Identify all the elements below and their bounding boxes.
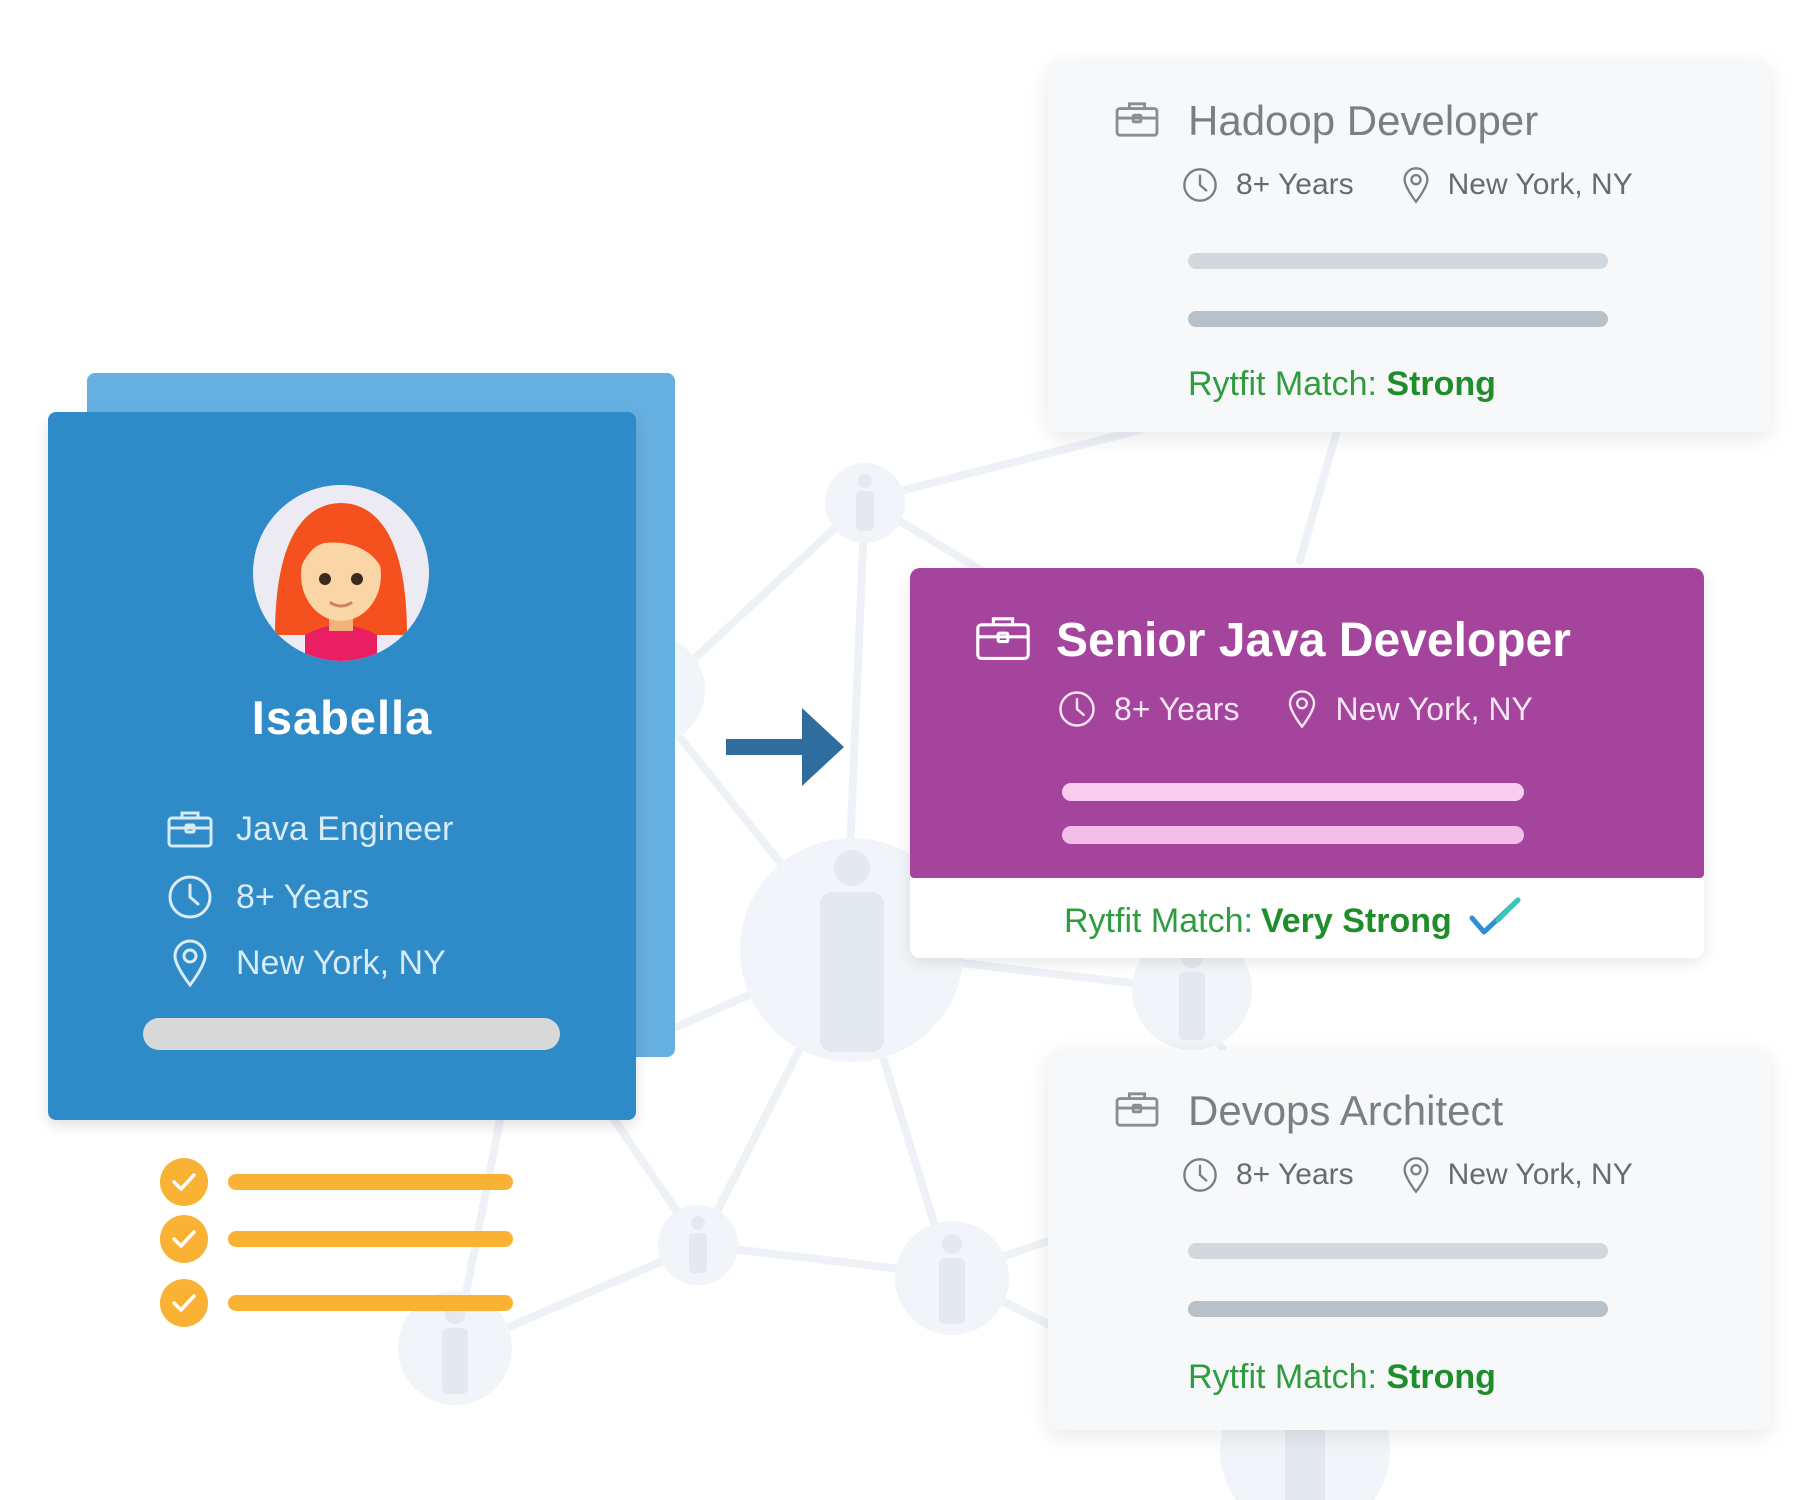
placeholder-bar (1188, 1243, 1608, 1259)
briefcase-icon (1114, 1090, 1160, 1133)
job-card-devops[interactable]: Devops Architect 8+ Years New York, NY R… (1048, 1050, 1770, 1430)
location-pin-icon (1402, 166, 1430, 204)
location-pin-icon (164, 937, 216, 989)
match-label: Rytfit Match: (1188, 365, 1377, 403)
candidate-role: Java Engineer (236, 809, 454, 848)
checklist-item (160, 1214, 540, 1264)
placeholder-bar (1188, 1301, 1608, 1317)
checklist-line (228, 1231, 513, 1247)
candidate-role-row: Java Engineer (164, 802, 453, 856)
check-icon (160, 1158, 208, 1206)
match-indicator: Rytfit Match: Strong (1188, 1358, 1496, 1397)
clock-icon (1182, 1157, 1218, 1193)
briefcase-icon (1114, 100, 1160, 143)
job-header: Hadoop Developer (1114, 86, 1538, 156)
featured-card-header: Senior Java Developer 8+ Years New York,… (910, 568, 1704, 878)
job-card-hadoop[interactable]: Hadoop Developer 8+ Years New York, NY R… (1048, 60, 1770, 432)
job-experience: 8+ Years (1236, 168, 1354, 201)
job-meta: 8+ Years New York, NY (1182, 160, 1681, 210)
candidate-avatar (253, 485, 429, 661)
match-label: Rytfit Match: (1188, 1358, 1377, 1396)
placeholder-bar (1188, 311, 1608, 327)
job-experience: 8+ Years (1236, 1158, 1354, 1191)
arrow-right-icon (726, 708, 844, 786)
candidate-card[interactable]: Isabella Java Engineer 8+ Years (48, 412, 636, 1120)
job-header: Devops Architect (1114, 1076, 1503, 1146)
placeholder-bar (1062, 783, 1524, 801)
job-title: Senior Java Developer (1056, 613, 1571, 667)
clock-icon (164, 871, 216, 923)
location-pin-icon (1402, 1156, 1430, 1194)
clock-icon (1182, 167, 1218, 203)
placeholder-bar (1188, 253, 1608, 269)
match-value: Strong (1386, 1358, 1496, 1396)
match-value: Very Strong (1260, 901, 1452, 940)
job-card-featured[interactable]: Senior Java Developer 8+ Years New York,… (910, 568, 1704, 958)
candidate-placeholder-bar (143, 1018, 560, 1050)
placeholder-bar (1062, 826, 1524, 844)
job-header: Senior Java Developer (974, 604, 1571, 676)
match-indicator: Rytfit Match: Strong (1188, 365, 1496, 404)
clock-icon (1058, 690, 1096, 728)
checklist-line (228, 1295, 513, 1311)
candidate-location-row: New York, NY (164, 936, 446, 990)
job-experience: 8+ Years (1114, 690, 1240, 727)
job-location: New York, NY (1447, 1158, 1633, 1191)
briefcase-icon (974, 614, 1032, 667)
check-icon (160, 1215, 208, 1263)
briefcase-icon (164, 803, 216, 855)
location-pin-icon (1287, 689, 1317, 729)
job-meta: 8+ Years New York, NY (1058, 684, 1581, 734)
checklist-item (160, 1157, 540, 1207)
match-label: Rytfit Match: (1064, 901, 1253, 940)
checkmark-icon (1468, 896, 1522, 947)
job-title: Hadoop Developer (1188, 97, 1539, 144)
job-title: Devops Architect (1188, 1087, 1504, 1134)
job-location: New York, NY (1335, 690, 1533, 727)
job-location: New York, NY (1447, 168, 1633, 201)
match-value: Strong (1386, 365, 1496, 403)
checklist-item (160, 1278, 540, 1328)
check-icon (160, 1279, 208, 1327)
match-indicator: Rytfit Match: Very Strong (1064, 896, 1522, 947)
job-meta: 8+ Years New York, NY (1182, 1150, 1681, 1200)
checklist-line (228, 1174, 513, 1190)
candidate-experience-row: 8+ Years (164, 870, 369, 924)
candidate-experience: 8+ Years (236, 877, 370, 916)
candidate-location: New York, NY (236, 943, 446, 982)
candidate-name: Isabella (251, 691, 433, 744)
